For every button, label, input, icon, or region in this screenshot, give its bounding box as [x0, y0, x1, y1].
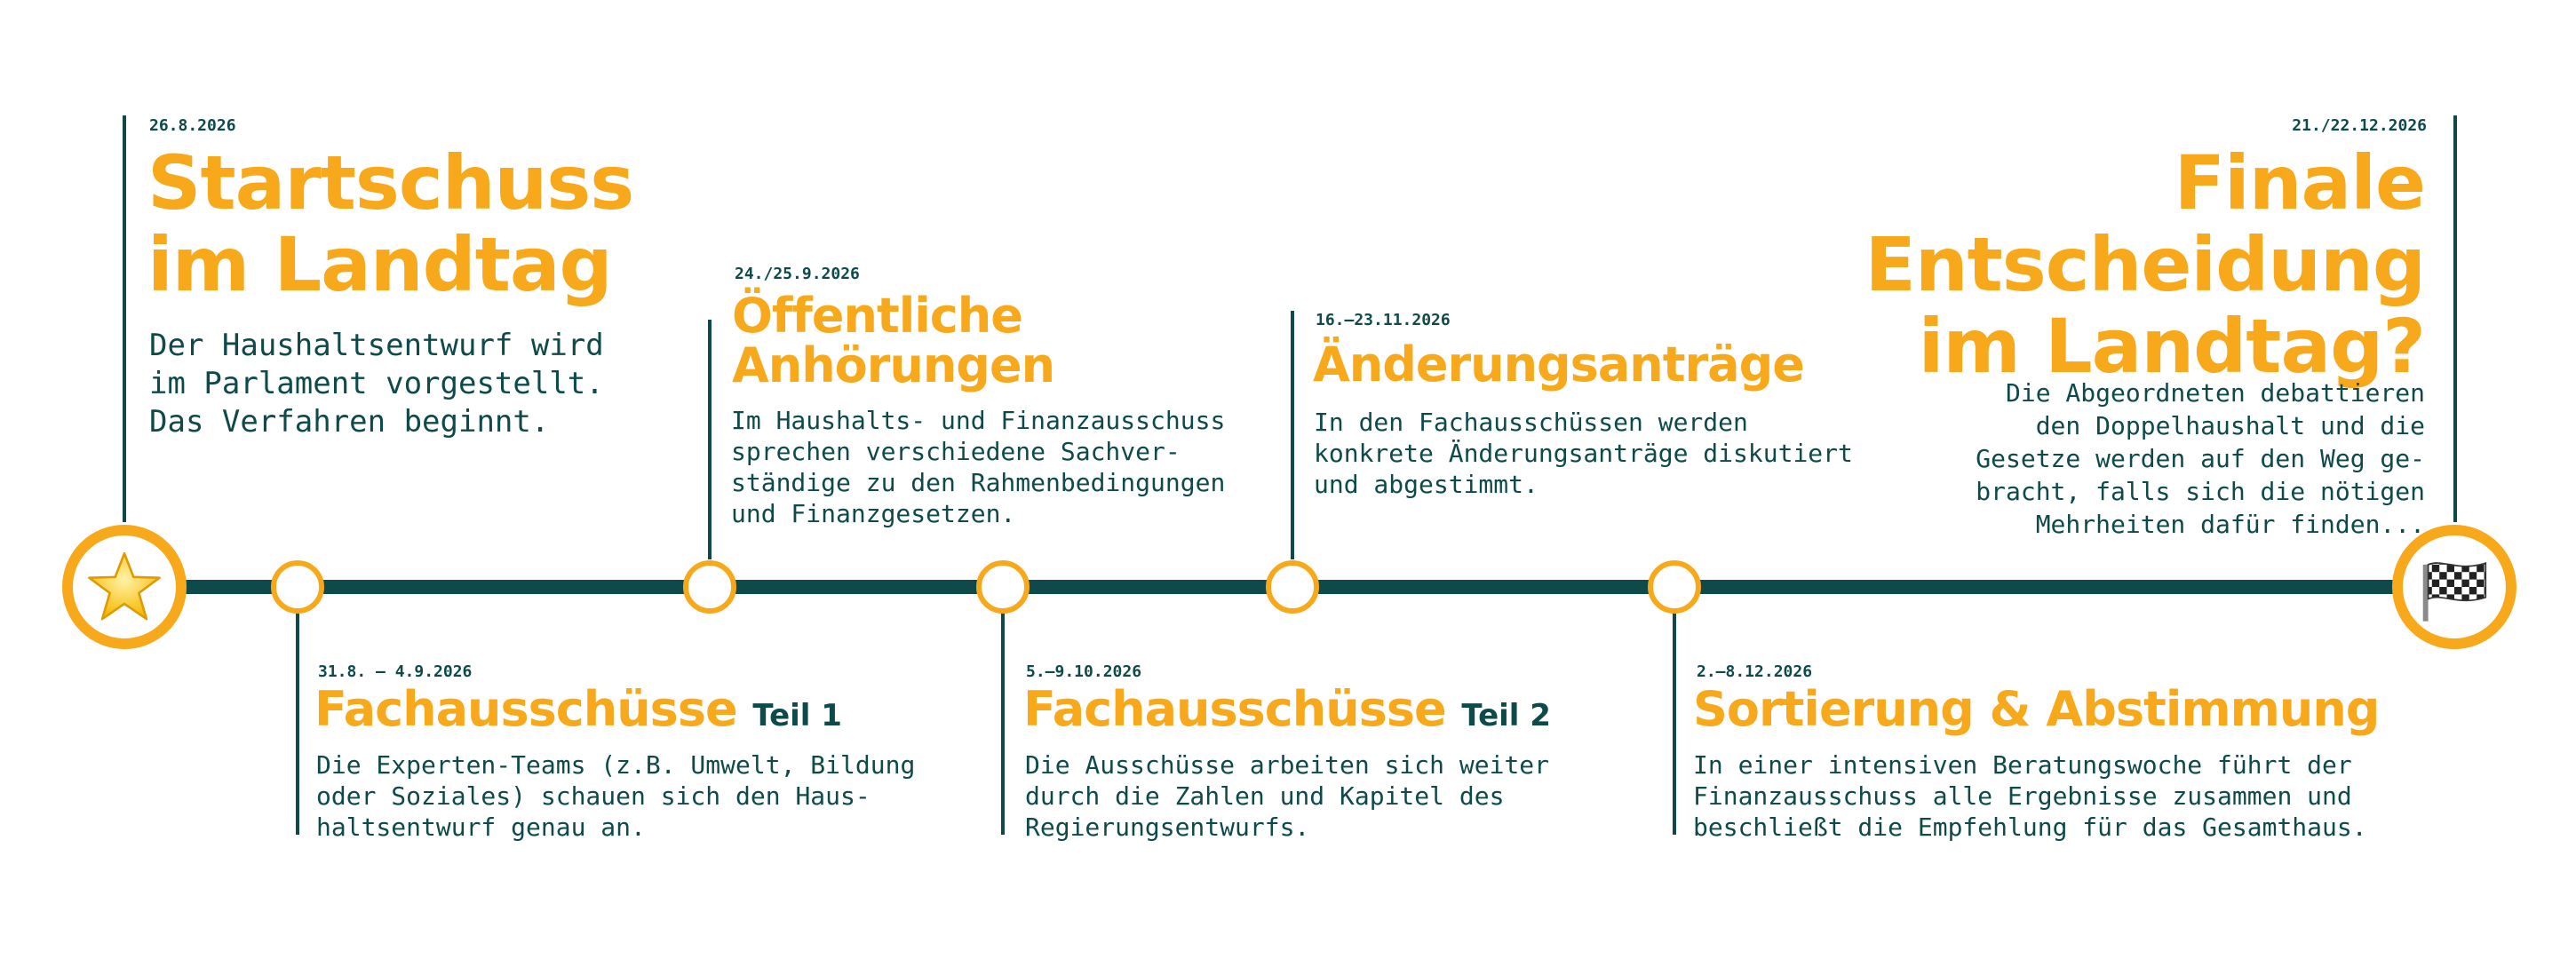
node-fachausschuesse-2: [976, 560, 1030, 614]
node-anhoerungen: [683, 560, 736, 614]
start-title: Startschuss im Landtag: [147, 139, 634, 308]
aenderungsantraege-date: 16.–23.11.2026: [1316, 311, 1451, 329]
star-icon: [88, 551, 161, 621]
connector-fachausschuesse-1: [296, 613, 299, 835]
finale-description: Die Abgeordneten debattieren den Doppelh…: [1976, 378, 2425, 539]
finale-title: Finale Entscheidung im Landtag?: [1864, 139, 2426, 390]
node-aenderungsantraege: [1266, 560, 1319, 614]
finale-node: [2392, 525, 2516, 649]
connector-start: [123, 115, 126, 522]
fachausschuesse-2-title-suffix: Teil 2: [1461, 698, 1551, 733]
finale-date: 21./22.12.2026: [2292, 116, 2427, 135]
anhoerungen-title: Öffentliche Anhörungen: [732, 288, 1055, 393]
connector-aenderungsantraege: [1291, 311, 1294, 559]
aenderungsantraege-title: Änderungsanträge: [1313, 337, 1805, 392]
fachausschuesse-1-title-main: Fachausschüsse: [314, 681, 738, 737]
anhoerungen-description: Im Haushalts- und Finanzausschuss sprech…: [731, 406, 1226, 528]
checkered-flag-icon: [2422, 561, 2487, 622]
start-description: Der Haushaltsentwurf wird im Parlament v…: [149, 328, 604, 440]
connector-finale: [2453, 115, 2457, 522]
fachausschuesse-1-date: 31.8. – 4.9.2026: [318, 662, 473, 681]
fachausschuesse-1-description: Die Experten-Teams (z.B. Umwelt, Bildung…: [316, 750, 916, 842]
start-node: [62, 525, 187, 649]
aenderungsantraege-description: In den Fachausschüssen werden konkrete Ä…: [1314, 408, 1853, 499]
node-sortierung: [1648, 560, 1701, 614]
sortierung-title: Sortierung & Abstimmung: [1693, 681, 2380, 737]
node-fachausschuesse-1: [271, 560, 324, 614]
fachausschuesse-2-date: 5.–9.10.2026: [1026, 662, 1142, 681]
start-date: 26.8.2026: [149, 116, 236, 135]
connector-sortierung: [1673, 613, 1676, 835]
fachausschuesse-1-title: Fachausschüsse Teil 1: [314, 682, 842, 743]
sortierung-description: In einer intensiven Beratungswoche führt…: [1693, 750, 2367, 842]
sortierung-date: 2.–8.12.2026: [1697, 662, 1813, 681]
anhoerungen-date: 24./25.9.2026: [735, 265, 860, 283]
fachausschuesse-2-title-main: Fachausschüsse: [1023, 681, 1447, 737]
fachausschuesse-1-title-suffix: Teil 1: [752, 698, 842, 733]
connector-fachausschuesse-2: [1001, 613, 1005, 835]
fachausschuesse-2-title: Fachausschüsse Teil 2: [1023, 682, 1551, 743]
fachausschuesse-2-description: Die Ausschüsse arbeiten sich weiter durc…: [1025, 750, 1550, 842]
connector-anhoerungen: [708, 320, 712, 559]
